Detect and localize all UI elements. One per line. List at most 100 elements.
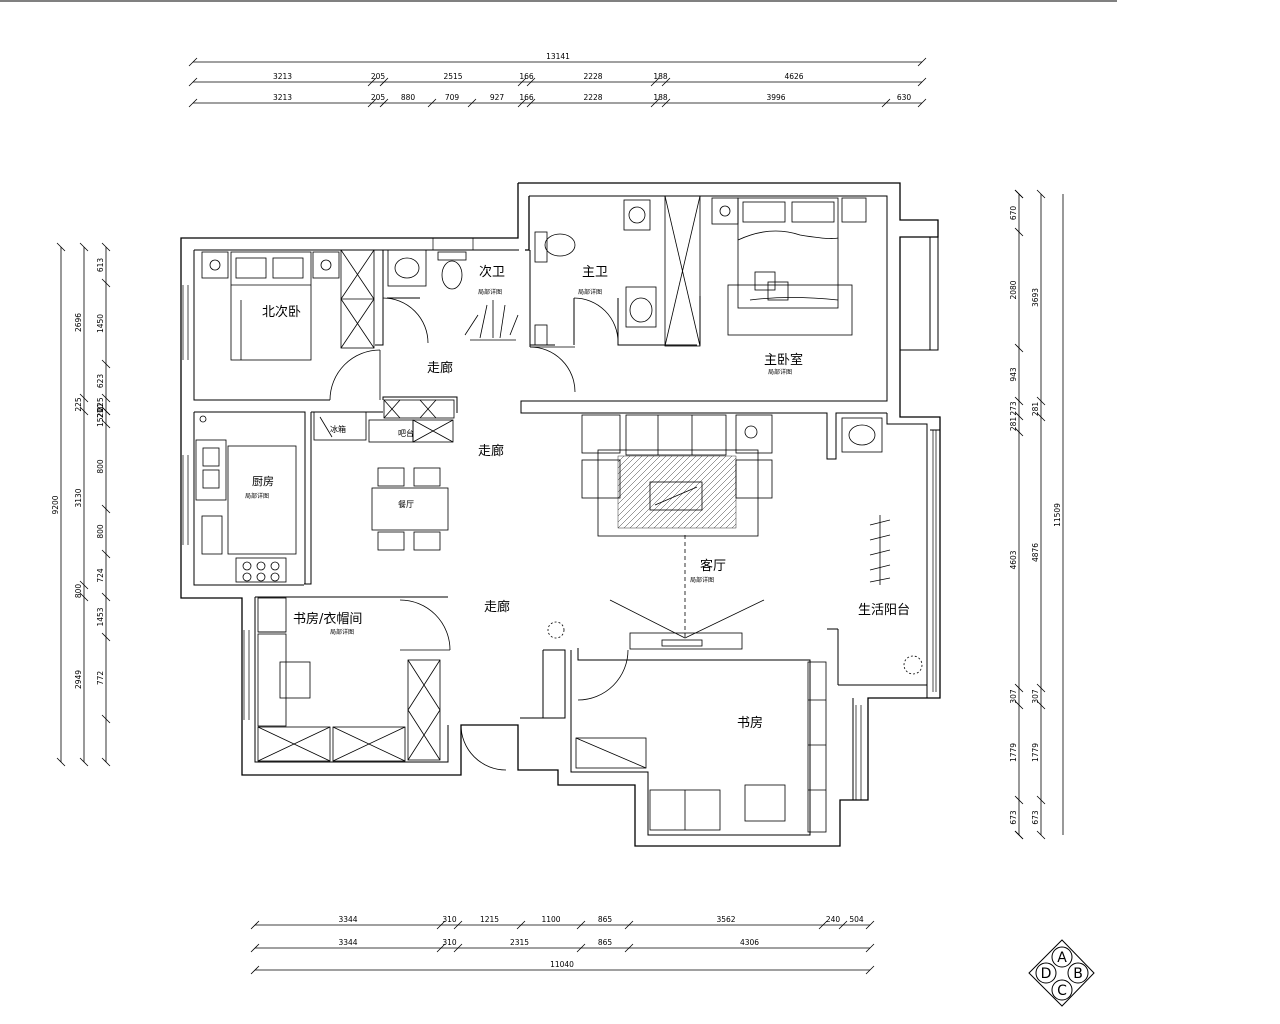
dimension-label: 3130 <box>74 488 83 507</box>
dim-top-total: 13141 <box>546 52 570 61</box>
dimension-tick <box>517 77 527 87</box>
dimension-tick <box>188 98 198 108</box>
dimension-label: 613 <box>96 258 105 273</box>
dimension-label: 4603 <box>1009 550 1018 569</box>
label-corridor-3: 走廊 <box>484 599 510 615</box>
study-closet-furniture <box>257 597 565 762</box>
compass <box>1028 939 1095 1007</box>
dimension-tick <box>1014 683 1024 693</box>
dimension-label: 310 <box>442 915 457 924</box>
doors <box>329 297 629 771</box>
label-kitchen-sub: 局部详图 <box>245 492 269 500</box>
dimension-tick <box>1014 700 1024 710</box>
dimension-tick <box>101 406 111 416</box>
dimension-tick <box>516 920 526 930</box>
dimension-label: 3996 <box>766 93 785 102</box>
dimension-label: 673 <box>1031 810 1040 825</box>
label-master-bath-sub: 局部详图 <box>578 288 602 296</box>
dimension-label: 3213 <box>273 93 292 102</box>
dimension-label: 205 <box>371 72 386 81</box>
dimension-tick <box>881 98 891 108</box>
dimension-label: 2696 <box>74 313 83 332</box>
dimension-tick <box>101 504 111 514</box>
dimension-tick <box>917 57 927 67</box>
dimension-label: 4876 <box>1031 543 1040 562</box>
dimension-tick <box>526 77 536 87</box>
dimension-tick <box>101 592 111 602</box>
dimension-tick <box>1014 427 1024 437</box>
dimension-tick <box>650 98 660 108</box>
dimension-label: 943 <box>1009 367 1018 382</box>
dimension-tick <box>865 943 875 953</box>
label-study: 书房 <box>737 715 763 731</box>
dimension-label: 3693 <box>1031 288 1040 307</box>
dimension-label: 1100 <box>541 915 560 924</box>
dimension-tick <box>250 943 260 953</box>
dimension-label: 772 <box>96 671 105 686</box>
dimension-tick <box>467 98 477 108</box>
dimension-label: 225 <box>74 397 83 412</box>
dimension-tick <box>1014 227 1024 237</box>
dimension-tick <box>101 714 111 724</box>
dimension-label: 2080 <box>1009 280 1018 299</box>
label-master-bedroom: 主卧室 <box>764 352 803 368</box>
dimension-tick <box>1014 343 1024 353</box>
dimension-label: 1779 <box>1031 743 1040 762</box>
dimension-tick <box>1014 411 1024 421</box>
dimension-tick <box>101 393 111 403</box>
dimension-tick <box>188 57 198 67</box>
dimension-tick <box>453 943 463 953</box>
dimension-label: 927 <box>490 93 505 102</box>
dimension-label: 623 <box>96 374 105 389</box>
dimension-tick <box>661 77 671 87</box>
dimension-tick <box>79 406 89 416</box>
dimension-label: 800 <box>96 459 105 474</box>
dimension-label: 3344 <box>338 915 357 924</box>
balcony-fixtures <box>841 417 923 675</box>
dimension-label: 2315 <box>510 938 529 947</box>
dimension-tick <box>917 98 927 108</box>
dimension-label: 800 <box>74 584 83 599</box>
dimension-label: 2228 <box>583 72 602 81</box>
interior-walls <box>193 195 940 836</box>
label-kitchen: 厨房 <box>252 475 274 488</box>
tv-cabinet <box>609 535 765 650</box>
dimension-label: 865 <box>598 915 613 924</box>
left-dimensions <box>56 242 111 767</box>
fridge-counter <box>313 399 455 443</box>
dimension-tick <box>865 965 875 975</box>
label-corridor-1: 走廊 <box>427 360 453 376</box>
dimension-tick <box>436 920 446 930</box>
dimension-tick <box>1036 700 1046 710</box>
dimension-tick <box>1036 412 1046 422</box>
fixtures-second-bath <box>387 249 519 341</box>
dimension-label: 4626 <box>784 72 803 81</box>
dining-table <box>371 467 449 551</box>
top-dimensions <box>188 57 927 108</box>
dimension-label: 673 <box>1009 810 1018 825</box>
label-study-closet: 书房/衣帽间 <box>293 611 362 627</box>
label-master-bath: 主卫 <box>582 265 608 280</box>
sofa-set <box>581 414 773 537</box>
dimension-tick <box>79 757 89 767</box>
dimension-tick <box>526 98 536 108</box>
dimension-tick <box>650 77 660 87</box>
dimension-label: 3562 <box>716 915 735 924</box>
dimension-label: 166 <box>519 72 534 81</box>
dimension-label: 2228 <box>583 93 602 102</box>
dimension-tick <box>79 393 89 403</box>
dimension-tick <box>624 943 634 953</box>
dimension-tick <box>1014 189 1024 199</box>
dimension-label: 210 <box>96 404 105 419</box>
label-study-closet-sub: 局部详图 <box>330 628 354 636</box>
dimension-tick <box>1036 396 1046 406</box>
dimension-label: 188 <box>653 72 668 81</box>
right-dimensions <box>1014 189 1064 840</box>
dimension-tick <box>1036 189 1046 199</box>
label-living-sub: 局部详图 <box>690 576 714 584</box>
dimension-label: 240 <box>826 915 841 924</box>
dimension-label: 1779 <box>1009 743 1018 762</box>
dimension-label: 188 <box>653 93 668 102</box>
dimension-tick <box>250 965 260 975</box>
dimension-tick <box>56 242 66 252</box>
